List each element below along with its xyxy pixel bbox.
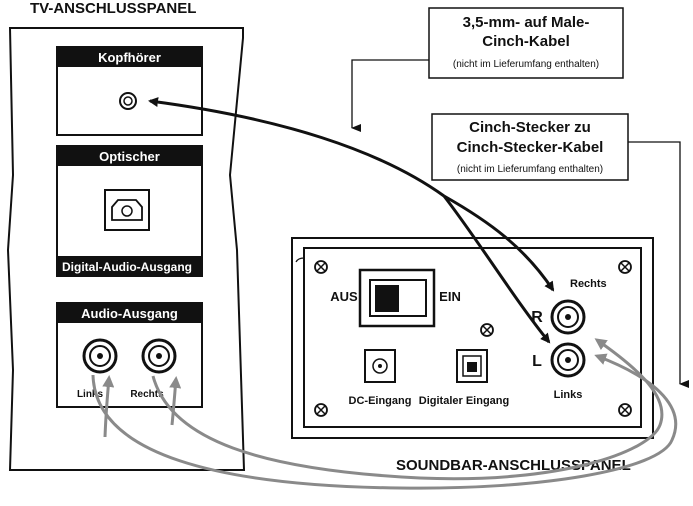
optical-port-group: Optischer Digital-Audio-Ausgang: [56, 145, 203, 277]
rca-cable-line1: Cinch-Stecker zu: [469, 119, 591, 136]
dc-input-label: DC-Eingang: [349, 395, 412, 407]
rca-cable-callout: Cinch-Stecker zu Cinch-Stecker-Kabel (ni…: [431, 113, 629, 181]
soundbar-right-label: Rechts: [570, 278, 607, 290]
optical-input-icon: [456, 349, 488, 383]
optical-footer: Digital-Audio-Ausgang: [62, 260, 192, 274]
gray-cable-right-tv-end: [169, 376, 182, 426]
headphones-port-group: Kopfhörer: [56, 46, 203, 136]
mini-cable-callout: 3,5-mm- auf Male- Cinch-Kabel (nicht im …: [428, 7, 624, 79]
mini-cable-leader: [351, 59, 429, 132]
rca-right-jack-icon: [141, 338, 177, 374]
dc-jack-icon: [364, 349, 396, 383]
rca-right-input-icon: [550, 299, 586, 335]
gray-cable-right: [151, 338, 664, 481]
audio-out-right-label: Rechts: [130, 389, 164, 400]
gray-cable-left: [91, 353, 678, 490]
optical-header: Optischer: [99, 149, 160, 164]
rca-left-jack-icon: [82, 338, 118, 374]
switch-on-label: EIN: [439, 289, 461, 304]
soundbar-left-label: Links: [554, 389, 583, 401]
black-cable-to-left: [442, 195, 551, 344]
headphone-jack-icon: [119, 92, 137, 110]
mini-cable-line2: Cinch-Kabel: [482, 33, 570, 50]
tv-panel-title: TV-ANSCHLUSSPANEL: [30, 0, 196, 17]
rca-cable-note: (nicht im Lieferumfang enthalten): [457, 164, 603, 175]
soundbar-panel: AUS EIN DC-Eingang Digitaler Eingang Rec…: [291, 237, 654, 439]
headphones-label: Kopfhörer: [98, 50, 161, 65]
audio-out-header: Audio-Ausgang: [81, 306, 178, 321]
rca-left-input-icon: [550, 342, 586, 378]
soundbar-panel-title: SOUNDBAR-ANSCHLUSSPANEL: [396, 457, 631, 474]
audio-out-group: Audio-Ausgang Links Rechts: [56, 302, 203, 408]
switch-off-label: AUS: [330, 289, 358, 304]
audio-out-left-label: Links: [77, 389, 104, 400]
mini-cable-note: (nicht im Lieferumfang enthalten): [453, 59, 599, 70]
mini-cable-line1: 3,5-mm- auf Male-: [463, 14, 590, 31]
rca-cable-leader: [628, 141, 689, 388]
soundbar-l-letter: L: [532, 353, 542, 370]
gray-cable-left-tv-end: [102, 375, 115, 438]
power-switch-icon: [358, 268, 436, 328]
screw-icon: [314, 260, 328, 274]
optical-port-icon: [104, 189, 150, 231]
black-cable-to-right: [443, 194, 555, 292]
screw-icon: [480, 323, 494, 337]
screw-icon: [618, 403, 632, 417]
screw-icon: [314, 403, 328, 417]
digital-input-label: Digitaler Eingang: [419, 395, 509, 407]
rca-cable-line2: Cinch-Stecker-Kabel: [457, 139, 604, 156]
black-cable-to-headphone: [148, 97, 445, 198]
screw-icon: [618, 260, 632, 274]
